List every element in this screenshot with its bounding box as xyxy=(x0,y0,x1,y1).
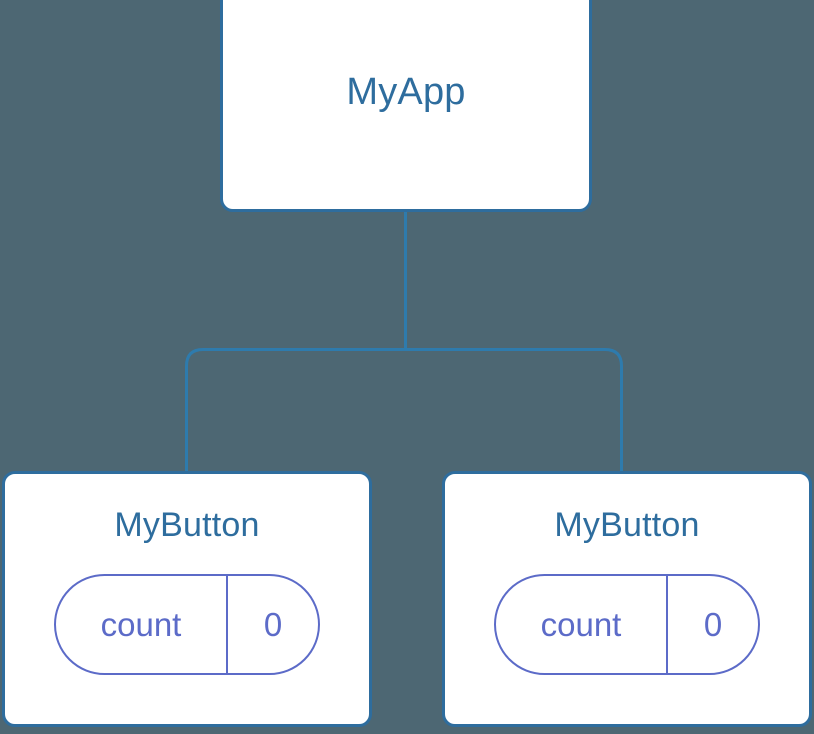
tree-node-root[interactable]: MyApp xyxy=(220,0,592,212)
tree-node-child-1[interactable]: MyButton count 0 xyxy=(442,471,812,727)
state-key-label: count xyxy=(496,576,668,673)
node-title: MyApp xyxy=(346,71,466,113)
connector-branch-bar xyxy=(185,348,623,472)
state-pill[interactable]: count 0 xyxy=(54,574,320,675)
state-key-label: count xyxy=(56,576,228,673)
tree-node-child-0[interactable]: MyButton count 0 xyxy=(2,471,372,727)
node-title: MyButton xyxy=(114,506,260,544)
state-value-label: 0 xyxy=(263,605,283,643)
state-value-label: 0 xyxy=(703,605,723,643)
node-title: MyButton xyxy=(554,506,700,544)
state-pill[interactable]: count 0 xyxy=(494,574,760,675)
